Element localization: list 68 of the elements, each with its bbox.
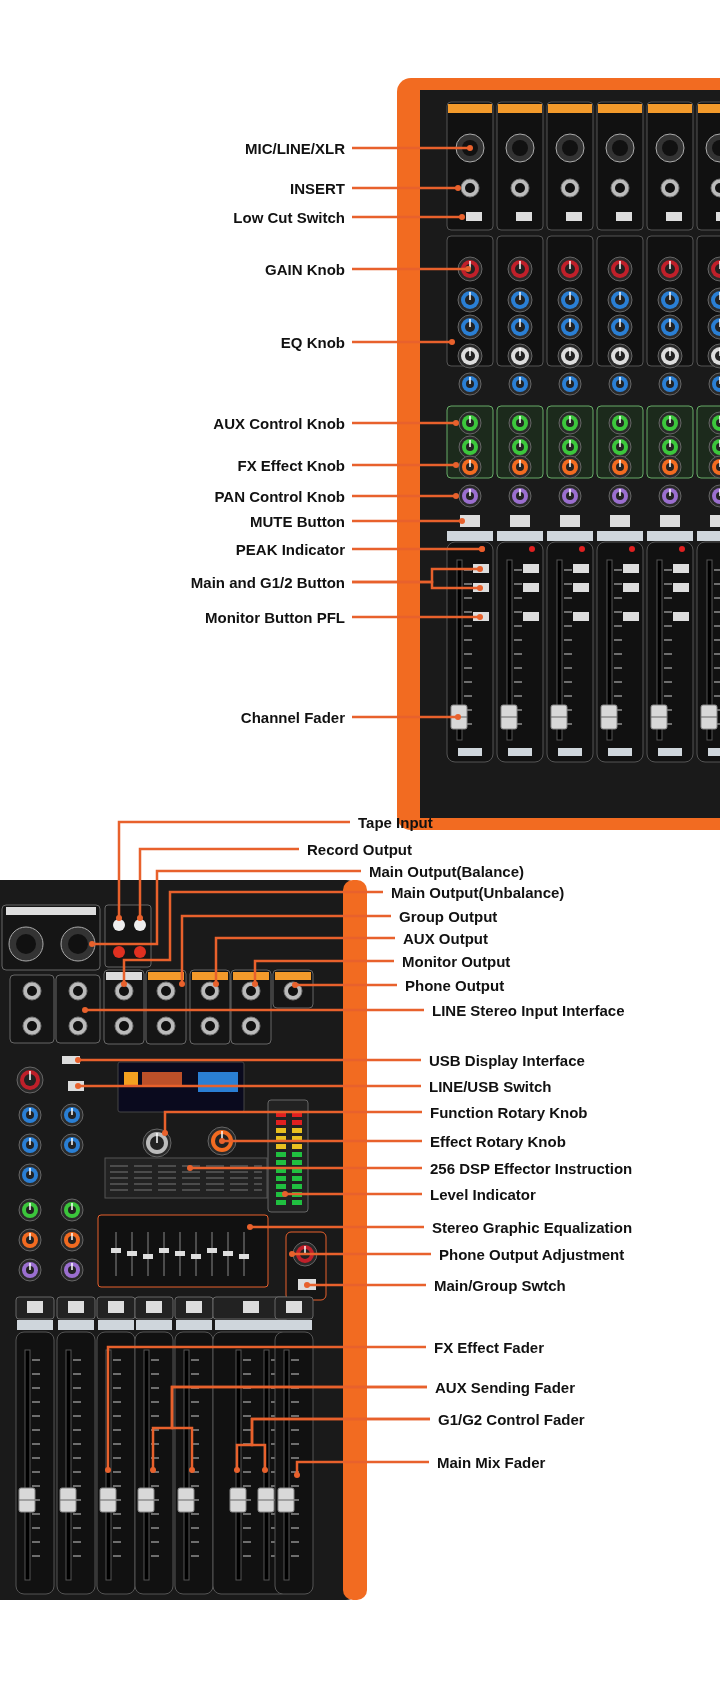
callout-label: Phone Output [397,976,505,994]
leader-line [75,1057,421,1063]
leader-line [352,580,483,591]
callout-label: Main Output(Unbalance) [383,883,565,901]
leader-line [282,1191,422,1197]
callout-label: Phone Output Adjustment [431,1245,625,1263]
callout-label: G1/G2 Control Fader [430,1410,585,1428]
callout-label: Level Indicator [422,1185,536,1203]
leader-line [137,847,299,921]
leader-line [105,1345,426,1473]
leader-line [352,462,459,468]
callout-label: LINE Stereo Input Interface [424,1001,625,1019]
leader-line [89,869,361,947]
callout-label: Low Cut Switch [233,208,352,226]
callout-label: Tape Input [350,813,433,831]
leader-line [352,266,471,272]
callout-label: Channel Fader [240,708,352,726]
callout-label: Main/Group Swtch [426,1276,566,1294]
leader-line [352,214,465,220]
callout-label: FX Effect Fader [426,1338,545,1356]
callout-label: MUTE Button [250,512,352,530]
leader-line [289,1251,431,1257]
leader-line [116,820,350,921]
callout-label: MIC/LINE/XLR [245,139,352,157]
callout-label: Record Output [299,840,412,858]
leader-line [292,982,397,988]
callout-label: Stereo Graphic Equalization [424,1218,633,1236]
leader-line [162,1110,422,1136]
callout-label: AUX Output [395,929,488,947]
callout-label: Effect Rotary Knob [422,1132,566,1150]
leader-line [179,914,391,987]
callout-label: GAIN Knob [265,260,352,278]
callout-label: PEAK Indicator [235,540,352,558]
callout-label: AUX Control Knob [213,414,352,432]
callout-label: USB Display Interface [421,1051,585,1069]
callout-label: PAN Control Knob [214,487,352,505]
leader-line [352,518,465,524]
leader-line [352,339,455,345]
leader-line [121,890,383,987]
callout-label: INSERT [290,179,352,197]
leader-line [352,546,485,552]
leader-line [352,614,483,620]
leader-line [219,1138,422,1144]
leader-line [247,1224,424,1230]
callout-label: Main and G1/2 Button [190,573,352,591]
leader-line [304,1282,426,1288]
callout-label: FX Effect Knob [237,456,352,474]
callout-label: LINE/USB Switch [421,1077,552,1095]
callout-label: Function Rotary Knob [422,1103,588,1121]
callout-label: Main Mix Fader [429,1453,546,1471]
callout-label: Monitor Button PFL [205,608,352,626]
leader-line [294,1460,429,1478]
callout-label: 256 DSP Effector Instruction [422,1159,633,1177]
callout-label: Main Output(Balance) [361,862,524,880]
leader-line [352,145,473,151]
callout-label: AUX Sending Fader [427,1378,576,1396]
leader-line [213,936,395,987]
leader-line [352,420,459,426]
callout-label: Group Output [391,907,498,925]
leader-line [82,1007,424,1013]
leader-line [352,714,461,720]
callout-label: Monitor Output [394,952,511,970]
callout-label: EQ Knob [280,333,352,351]
leader-line [75,1083,421,1089]
leader-line [187,1165,422,1171]
leader-line [352,185,461,191]
leader-line [252,959,394,987]
leader-line [352,493,459,499]
